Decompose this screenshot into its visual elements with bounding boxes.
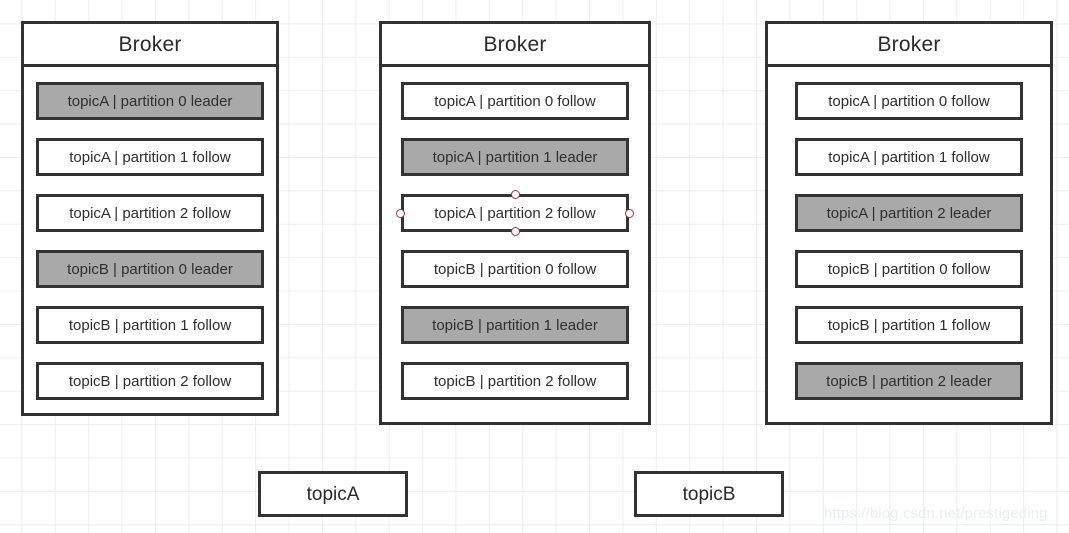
broker-body-1: topicA | partition 0 leader topicA | par… — [24, 67, 276, 418]
broker-title: Broker — [877, 32, 941, 56]
broker-card-2[interactable]: Broker topicA | partition 0 follow topic… — [379, 21, 651, 425]
partition-box[interactable]: topicB | partition 0 leader — [36, 250, 264, 288]
resize-handle-bottom-icon[interactable] — [510, 227, 520, 236]
partition-box[interactable]: topicB | partition 2 follow — [401, 362, 629, 400]
broker-header-2: Broker — [382, 24, 648, 67]
partition-box[interactable]: topicB | partition 2 follow — [36, 362, 264, 400]
partition-box[interactable]: topicA | partition 1 leader — [401, 138, 629, 176]
partition-label: topicA | partition 2 follow — [434, 204, 596, 222]
partition-box[interactable]: topicB | partition 1 follow — [36, 306, 264, 344]
partition-box-selected[interactable]: topicA | partition 2 follow — [396, 190, 634, 236]
partition-label: topicA | partition 2 follow — [69, 204, 231, 222]
legend-label: topicB — [682, 483, 736, 505]
resize-handle-left-icon[interactable] — [396, 208, 405, 218]
partition-label: topicB | partition 0 follow — [827, 260, 991, 278]
partition-label: topicB | partition 0 follow — [433, 260, 597, 278]
partition-box[interactable]: topicB | partition 0 follow — [795, 250, 1023, 288]
partition-label: topicA | partition 1 follow — [828, 148, 990, 166]
partition-box[interactable]: topicA | partition 0 leader — [36, 82, 264, 120]
partition-box[interactable]: topicA | partition 2 follow — [36, 194, 264, 232]
partition-box[interactable]: topicB | partition 1 leader — [401, 306, 629, 344]
partition-label: topicA | partition 1 follow — [69, 148, 231, 166]
resize-handle-right-icon[interactable] — [625, 208, 634, 218]
broker-card-3[interactable]: Broker topicA | partition 0 follow topic… — [765, 21, 1053, 425]
broker-title: Broker — [118, 32, 182, 56]
broker-body-2: topicA | partition 0 follow topicA | par… — [382, 67, 648, 422]
partition-label: topicA | partition 2 leader — [826, 204, 992, 222]
partition-label: topicB | partition 2 leader — [826, 372, 992, 390]
broker-title: Broker — [483, 32, 547, 56]
partition-box[interactable]: topicA | partition 1 follow — [795, 138, 1023, 176]
broker-header-1: Broker — [24, 24, 276, 67]
broker-header-3: Broker — [768, 24, 1050, 67]
partition-label: topicA | partition 0 follow — [434, 92, 596, 110]
partition-label: topicB | partition 1 follow — [827, 316, 991, 334]
partition-box[interactable]: topicA | partition 2 leader — [795, 194, 1023, 232]
legend-box-topicb[interactable]: topicB — [634, 471, 784, 517]
partition-box[interactable]: topicB | partition 2 leader — [795, 362, 1023, 400]
partition-label: topicB | partition 0 leader — [67, 260, 233, 278]
partition-box[interactable]: topicB | partition 0 follow — [401, 250, 629, 288]
partition-label: topicA | partition 0 leader — [67, 92, 233, 110]
legend-label: topicA — [306, 483, 360, 505]
watermark-text: https://blog.csdn.net/prestigeding — [824, 505, 1048, 522]
partition-label: topicB | partition 2 follow — [68, 372, 232, 390]
partition-box[interactable]: topicA | partition 0 follow — [795, 82, 1023, 120]
partition-label: topicA | partition 1 leader — [432, 148, 598, 166]
partition-label: topicB | partition 2 follow — [433, 372, 597, 390]
legend-box-topica[interactable]: topicA — [258, 471, 408, 517]
partition-label: topicB | partition 1 follow — [68, 316, 232, 334]
resize-handle-top-icon[interactable] — [510, 190, 520, 199]
partition-box[interactable]: topicA | partition 0 follow — [401, 82, 629, 120]
broker-body-3: topicA | partition 0 follow topicA | par… — [768, 67, 1050, 422]
partition-box[interactable]: topicA | partition 1 follow — [36, 138, 264, 176]
partition-label: topicA | partition 0 follow — [828, 92, 990, 110]
broker-card-1[interactable]: Broker topicA | partition 0 leader topic… — [21, 21, 279, 416]
partition-label: topicB | partition 1 leader — [432, 316, 598, 334]
partition-box[interactable]: topicB | partition 1 follow — [795, 306, 1023, 344]
